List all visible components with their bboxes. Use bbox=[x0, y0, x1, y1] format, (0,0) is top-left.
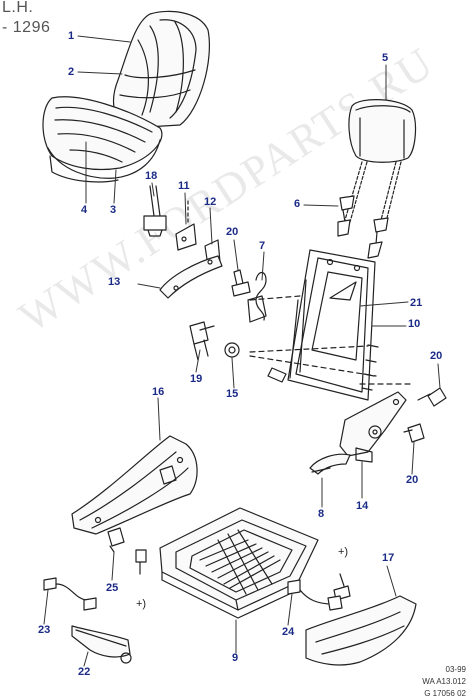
callout-9[interactable]: 9 bbox=[232, 652, 239, 664]
recliner-mechanism[interactable] bbox=[339, 391, 407, 463]
seat-pan[interactable] bbox=[159, 507, 319, 619]
callout-20-right[interactable]: 20 bbox=[430, 350, 443, 362]
callout-4[interactable]: 4 bbox=[81, 204, 88, 216]
callout-7[interactable]: 7 bbox=[259, 240, 266, 252]
nut-15[interactable] bbox=[224, 342, 240, 358]
side-shield[interactable] bbox=[305, 595, 417, 666]
bolt-19[interactable] bbox=[189, 321, 215, 361]
harness-24[interactable] bbox=[287, 579, 343, 611]
projection-line bbox=[249, 295, 301, 301]
callout-14[interactable]: 14 bbox=[356, 500, 369, 512]
callout-16[interactable]: 16 bbox=[152, 386, 165, 398]
bolt-20a[interactable] bbox=[231, 269, 251, 297]
callout-10[interactable]: 10 bbox=[408, 318, 421, 330]
callout-23[interactable]: 23 bbox=[38, 624, 51, 636]
plus-mark-right: +) bbox=[338, 546, 349, 558]
callout-12[interactable]: 12 bbox=[204, 196, 217, 208]
plus-mark-left: +) bbox=[136, 598, 147, 610]
header-line-1: L.H. bbox=[2, 0, 34, 16]
switch-25[interactable] bbox=[107, 527, 147, 575]
date-code: 03-99 bbox=[445, 665, 466, 674]
seat-assembly[interactable] bbox=[42, 10, 210, 183]
harness-23[interactable] bbox=[43, 577, 97, 611]
callout-8[interactable]: 8 bbox=[318, 508, 325, 520]
bolt-20c[interactable] bbox=[403, 423, 425, 443]
header-line-2: - 1296 bbox=[2, 19, 51, 36]
callout-1[interactable]: 1 bbox=[68, 30, 75, 42]
callout-24[interactable]: 24 bbox=[282, 626, 295, 638]
projection-line bbox=[249, 355, 377, 377]
bracket-13[interactable] bbox=[159, 255, 223, 299]
recline-lever[interactable] bbox=[309, 453, 351, 475]
callout-22[interactable]: 22 bbox=[78, 666, 91, 678]
bolt-18[interactable] bbox=[143, 185, 167, 237]
callout-2[interactable]: 2 bbox=[68, 66, 75, 78]
callout-11[interactable]: 11 bbox=[178, 180, 190, 192]
callout-3[interactable]: 3 bbox=[110, 204, 117, 216]
bolt-20b[interactable] bbox=[417, 387, 447, 407]
seat-track[interactable] bbox=[71, 435, 198, 535]
drawing-code: G 17056 02 bbox=[424, 689, 466, 698]
callout-19[interactable]: 19 bbox=[190, 373, 203, 385]
headrest[interactable] bbox=[344, 99, 417, 227]
callout-25[interactable]: 25 bbox=[106, 582, 119, 594]
callout-18[interactable]: 18 bbox=[145, 170, 158, 182]
callout-6[interactable]: 6 bbox=[294, 198, 301, 210]
ref-code: WA A13.012 bbox=[422, 677, 466, 686]
heater-22[interactable] bbox=[71, 625, 132, 664]
projection-line bbox=[249, 345, 369, 353]
callout-13[interactable]: 13 bbox=[108, 276, 121, 288]
callout-5[interactable]: 5 bbox=[382, 52, 389, 64]
callout-20-upper[interactable]: 20 bbox=[226, 226, 239, 238]
callout-17[interactable]: 17 bbox=[382, 552, 395, 564]
callout-20-lower[interactable]: 20 bbox=[406, 474, 419, 486]
callout-15[interactable]: 15 bbox=[226, 388, 239, 400]
callout-21[interactable]: 21 bbox=[410, 297, 423, 309]
spring-7[interactable] bbox=[247, 271, 267, 323]
headrest-guides[interactable] bbox=[337, 195, 389, 259]
leader-lines bbox=[43, 35, 441, 667]
clip-11[interactable] bbox=[175, 199, 197, 251]
backrest-frame[interactable] bbox=[267, 249, 379, 401]
